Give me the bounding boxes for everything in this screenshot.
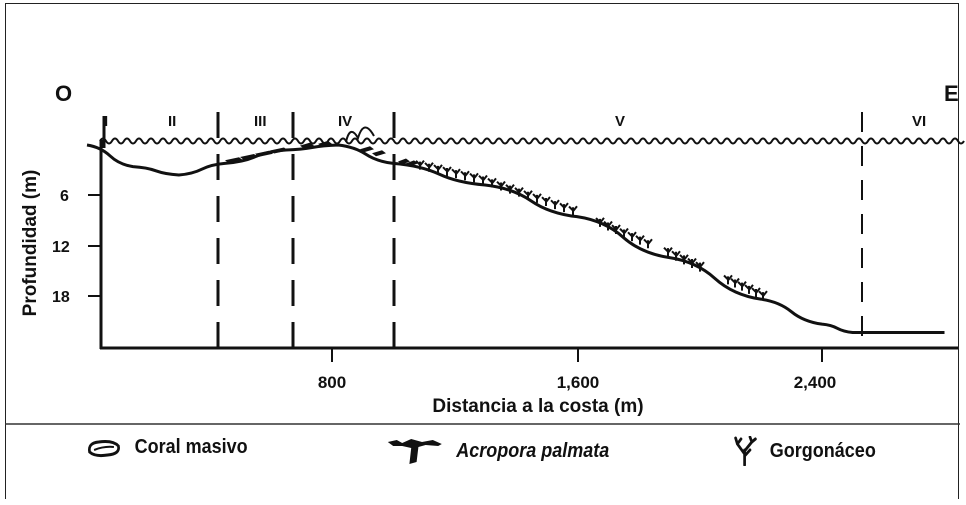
legend-label-coral-masivo: Coral masivo	[134, 436, 248, 458]
west-label: O	[55, 81, 72, 106]
gorgonaceo-icon	[734, 436, 757, 466]
sea-floor-profile	[86, 143, 945, 334]
gorgonian-mark-22	[523, 190, 533, 200]
y-tick-label-12: 12	[52, 239, 70, 256]
zone-label-4: IV	[338, 113, 352, 130]
legend-item-gorgonaceo: Gorgonáceo	[732, 436, 876, 466]
gorgonian-mark-43	[744, 284, 754, 294]
sea-surface-line	[99, 137, 965, 145]
gorgonian-mark-21	[514, 187, 524, 197]
gorgonian-mark-16	[469, 172, 479, 183]
gorgonian-mark-40	[723, 274, 733, 285]
coral-mark-5	[318, 140, 332, 147]
gorgonian-mark-15	[460, 170, 470, 181]
gorgonian-mark-35	[663, 246, 673, 258]
gorgonian-mark-37	[679, 254, 689, 265]
coral-masivo-icon	[88, 439, 120, 457]
gorgonian-mark-32	[627, 231, 637, 242]
gorgonian-mark-11	[424, 162, 434, 172]
coral-mark-3	[270, 147, 288, 154]
figure-frame	[5, 3, 959, 499]
gorgonian-mark-36	[671, 250, 681, 261]
reef-profile-diagram: O E I II III IV V VI 6 12 18 800 1,600 2…	[5, 81, 965, 425]
legend-label-gorgonaceo: Gorgonáceo	[769, 439, 876, 462]
gorgonian-mark-44	[751, 287, 761, 298]
coral-mark-1	[240, 154, 258, 161]
legend-item-acropora: Acropora palmata	[386, 436, 609, 466]
zone-label-3: III	[254, 113, 267, 130]
x-axis-title: Distancia a la costa (m)	[432, 396, 643, 417]
gorgonian-mark-41	[730, 277, 740, 288]
y-axis-title: Profundidad (m)	[20, 170, 41, 317]
x-tick-label-800: 800	[318, 373, 346, 392]
zone-label-5: V	[615, 113, 625, 130]
gorgonian-mark-31	[619, 227, 629, 238]
y-tick-label-18: 18	[52, 289, 70, 306]
gorgonian-mark-20	[505, 183, 515, 194]
gorgonian-mark-13	[442, 166, 452, 177]
coral-mark-4	[300, 142, 314, 149]
coral-mark-8	[398, 158, 410, 165]
zone-label-2: II	[168, 113, 176, 130]
gorgonian-mark-45	[758, 290, 768, 301]
gorgonian-mark-24	[541, 196, 551, 206]
coral-mark-9	[406, 160, 418, 167]
gorgonian-mark-28	[595, 217, 605, 227]
y-tick-label-6: 6	[60, 188, 69, 205]
gorgonian-mark-27	[568, 205, 578, 216]
gorgonian-mark-10	[415, 160, 425, 170]
acropora-palmata-icon	[387, 439, 442, 464]
coral-mark-2	[255, 150, 273, 157]
gorgonian-mark-26	[559, 202, 569, 213]
coral-mark-0	[225, 157, 243, 164]
gorgonian-mark-29	[603, 220, 613, 231]
gorgonian-mark-25	[550, 199, 560, 210]
gorgonian-mark-42	[737, 281, 747, 291]
gorgonian-mark-33	[635, 235, 645, 245]
legend-item-coral-masivo: Coral masivo	[86, 436, 248, 459]
gorgonian-mark-12	[433, 164, 443, 174]
coral-mark-7	[372, 150, 386, 157]
coral-mark-6	[360, 146, 374, 153]
gorgonian-mark-17	[478, 174, 488, 185]
zone-label-6: VI	[912, 113, 926, 130]
coral-mound-crest	[345, 126, 375, 143]
gorgonian-mark-14	[451, 168, 461, 179]
habitat-marks	[225, 140, 768, 301]
gorgonian-mark-18	[487, 177, 497, 188]
gorgonian-mark-19	[496, 180, 506, 191]
gorgonian-mark-38	[687, 257, 697, 268]
x-tick-label-1600: 1,600	[557, 373, 600, 392]
gorgonian-mark-23	[532, 193, 542, 203]
zone-label-1: I	[104, 113, 108, 130]
gorgonian-mark-39	[695, 261, 705, 272]
east-label: E	[944, 81, 959, 106]
gorgonian-mark-30	[611, 224, 621, 234]
gorgonian-mark-34	[643, 238, 653, 249]
legend-label-acropora: Acropora palmata	[456, 439, 610, 462]
x-tick-label-2400: 2,400	[794, 373, 837, 392]
